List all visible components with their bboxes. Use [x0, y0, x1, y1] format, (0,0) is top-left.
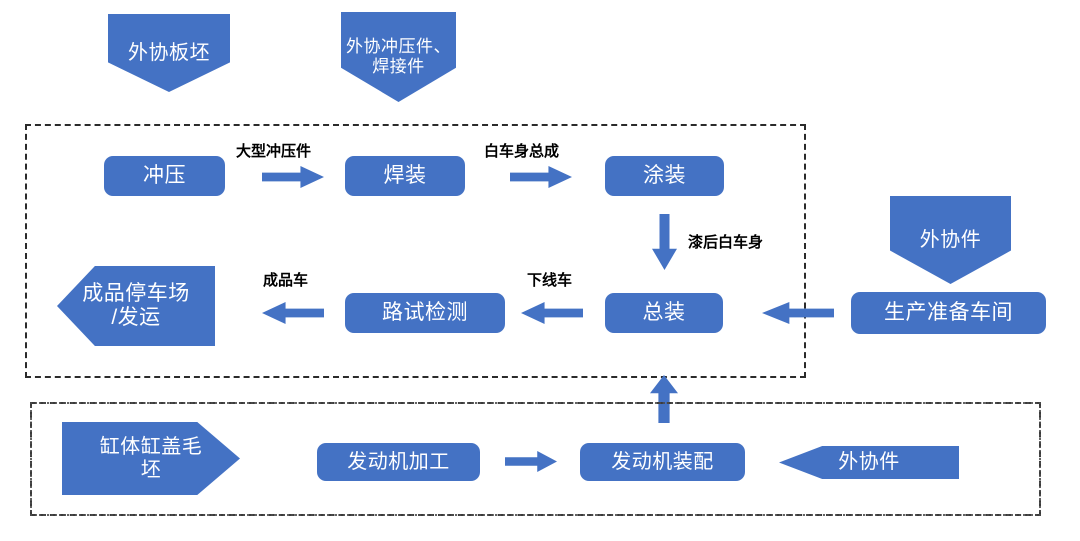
node-painting[interactable]: 涂装 [605, 156, 724, 196]
node-engine-assembly[interactable]: 发动机装配 [580, 443, 745, 481]
node-final-assembly[interactable]: 总装 [605, 293, 723, 333]
node-outsourced-parts-bottom[interactable]: 外协件 [779, 446, 959, 479]
node-welding[interactable]: 焊装 [345, 156, 465, 196]
zone-vehicle-manufacturing [25, 124, 806, 378]
label-body-in-white: 白车身总成 [484, 143, 560, 160]
node-engine-machining[interactable]: 发动机加工 [317, 443, 480, 481]
node-finished-parking[interactable]: 成品停车场 /发运 [57, 266, 215, 346]
node-outsourced-parts-right[interactable]: 外协件 [890, 196, 1011, 284]
label-painted-body: 漆后白车身 [688, 234, 764, 251]
label-large-stampings: 大型冲压件 [236, 143, 312, 160]
node-outsourced-blank[interactable]: 外协板坯 [108, 14, 230, 92]
label-finished-car: 成品车 [263, 272, 309, 289]
zone-engine-manufacturing [30, 402, 1041, 516]
label-offline-car: 下线车 [527, 272, 573, 289]
node-production-prep[interactable]: 生产准备车间 [851, 292, 1046, 334]
node-stamping[interactable]: 冲压 [104, 156, 225, 196]
node-outsourced-stamping-welding[interactable]: 外协冲压件、 焊接件 [341, 12, 456, 102]
node-cylinder-blank[interactable]: 缸体缸盖毛 坯 [62, 422, 240, 495]
node-road-test[interactable]: 路试检测 [345, 293, 505, 333]
